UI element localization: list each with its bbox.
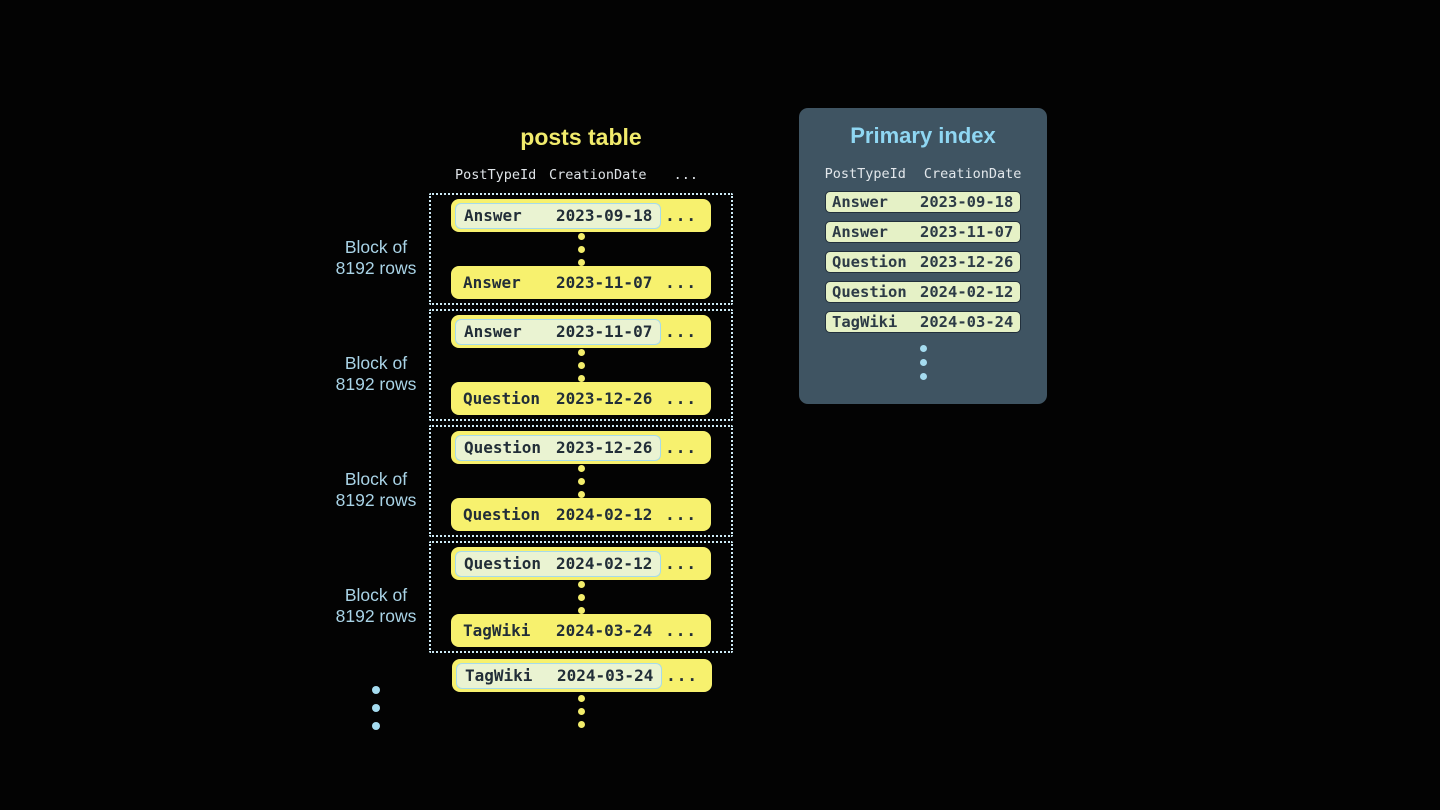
more-blocks-dots — [368, 686, 384, 730]
posttypeid-cell: Answer — [832, 223, 888, 241]
posttypeid-cell: Answer — [464, 206, 522, 225]
creationdate-cell: 2023-11-07 — [920, 223, 1014, 241]
more-rows-dots — [429, 695, 733, 728]
primary-index-panel: Primary index PostTypeId CreationDate An… — [799, 108, 1047, 404]
posttypeid-cell: Question — [832, 253, 907, 271]
posttypeid-cell: Question — [464, 554, 542, 573]
block-size-label: Block of 8192 rows — [286, 237, 466, 279]
index-entry-row: Question 2023-12-26 — [825, 251, 1021, 273]
creationdate-cell: 2023-12-26 — [920, 253, 1014, 271]
posttypeid-cell: Question — [464, 438, 542, 457]
table-row-block-last: Question 2024-02-12 ... — [451, 498, 711, 531]
block-size-label: Block of 8192 rows — [286, 585, 466, 627]
creationdate-cell: 2024-02-12 — [920, 283, 1014, 301]
column-header-creationdate: CreationDate — [549, 167, 647, 183]
creationdate-cell: 2024-03-24 — [920, 313, 1014, 331]
block-size-label: Block of 8192 rows — [286, 469, 466, 511]
hidden-rows-dots — [577, 464, 585, 498]
posttypeid-cell: Answer — [463, 273, 521, 292]
row-ellipsis: ... — [666, 666, 698, 685]
table-row-block-last: TagWiki 2024-03-24 ... — [451, 614, 711, 647]
posttypeid-cell: Answer — [832, 193, 888, 211]
index-entry-row: TagWiki 2024-03-24 — [825, 311, 1021, 333]
row-block: Answer 2023-09-18 ... Answer 2023-11-07 … — [429, 193, 733, 305]
row-ellipsis: ... — [665, 273, 697, 292]
creationdate-cell: 2023-11-07 — [556, 322, 653, 341]
posttypeid-cell: TagWiki — [465, 666, 533, 685]
creationdate-cell: 2024-03-24 — [556, 621, 653, 640]
creationdate-cell: 2023-12-26 — [556, 438, 653, 457]
creationdate-cell: 2024-03-24 — [557, 666, 654, 685]
indexed-cells-highlight: Question 2023-12-26 — [455, 434, 662, 461]
block-size-label: Block of 8192 rows — [286, 353, 466, 395]
hidden-rows-dots — [577, 348, 585, 382]
creationdate-cell: 2024-02-12 — [556, 505, 653, 524]
indexed-cells-highlight: Question 2024-02-12 — [455, 550, 662, 577]
posttypeid-cell: TagWiki — [832, 313, 898, 331]
table-row-block-first: Question 2023-12-26 ... — [451, 431, 711, 464]
block-label-line1: Block of — [344, 237, 408, 257]
primary-index-column-headers: PostTypeId CreationDate — [825, 166, 1022, 183]
column-header-posttypeid: PostTypeId — [455, 167, 537, 183]
block-label-line1: Block of — [344, 469, 408, 489]
row-block: Answer 2023-11-07 ... Question 2023-12-2… — [429, 309, 733, 421]
block-label-line1: Block of — [344, 585, 408, 605]
row-ellipsis: ... — [665, 322, 697, 341]
posttypeid-cell: Question — [463, 505, 541, 524]
block-label-line1: Block of — [344, 353, 408, 373]
indexed-cells-highlight: Answer 2023-09-18 — [455, 202, 662, 229]
column-header-creationdate: CreationDate — [923, 166, 1022, 182]
posts-table-title: posts table — [520, 124, 642, 150]
row-ellipsis: ... — [665, 438, 697, 457]
creationdate-cell: 2024-02-12 — [556, 554, 653, 573]
row-ellipsis: ... — [665, 206, 697, 225]
row-ellipsis: ... — [665, 389, 697, 408]
creationdate-cell: 2023-11-07 — [556, 273, 653, 292]
row-ellipsis: ... — [665, 621, 697, 640]
column-header-posttypeid: PostTypeId — [824, 166, 906, 182]
row-block: Question 2023-12-26 ... Question 2024-02… — [429, 425, 733, 537]
column-header-ellipsis: ... — [673, 167, 698, 183]
posttypeid-cell: Question — [832, 283, 907, 301]
creationdate-cell: 2023-09-18 — [920, 193, 1014, 211]
index-entry-row: Question 2024-02-12 — [825, 281, 1021, 303]
indexed-cells-highlight: TagWiki 2024-03-24 — [456, 662, 663, 689]
index-entry-row: Answer 2023-11-07 — [825, 221, 1021, 243]
posttypeid-cell: Question — [463, 389, 541, 408]
row-ellipsis: ... — [665, 554, 697, 573]
row-ellipsis: ... — [665, 505, 697, 524]
row-block: Question 2024-02-12 ... TagWiki 2024-03-… — [429, 541, 733, 653]
table-row-block-last: Answer 2023-11-07 ... — [451, 266, 711, 299]
posttypeid-cell: TagWiki — [463, 621, 531, 640]
indexed-cells-highlight: Answer 2023-11-07 — [455, 318, 662, 345]
table-row-block-first: Answer 2023-11-07 ... — [451, 315, 711, 348]
table-row-block-last: Question 2023-12-26 ... — [451, 382, 711, 415]
more-index-entries-dots — [919, 345, 927, 380]
block-label-line2: 8192 rows — [335, 258, 417, 278]
posttypeid-cell: Answer — [464, 322, 522, 341]
block-label-line2: 8192 rows — [335, 490, 417, 510]
creationdate-cell: 2023-09-18 — [556, 206, 653, 225]
hidden-rows-dots — [577, 232, 585, 266]
block-label-line2: 8192 rows — [335, 374, 417, 394]
hidden-rows-dots — [577, 580, 585, 614]
table-row-block-first: Question 2024-02-12 ... — [451, 547, 711, 580]
table-row-next-block-first: TagWiki 2024-03-24 ... — [452, 659, 712, 692]
creationdate-cell: 2023-12-26 — [556, 389, 653, 408]
posts-table-column-headers: PostTypeId CreationDate ... — [452, 166, 712, 184]
table-row-block-first: Answer 2023-09-18 ... — [451, 199, 711, 232]
index-entry-row: Answer 2023-09-18 — [825, 191, 1021, 213]
block-label-line2: 8192 rows — [335, 606, 417, 626]
primary-index-title: Primary index — [850, 123, 996, 148]
